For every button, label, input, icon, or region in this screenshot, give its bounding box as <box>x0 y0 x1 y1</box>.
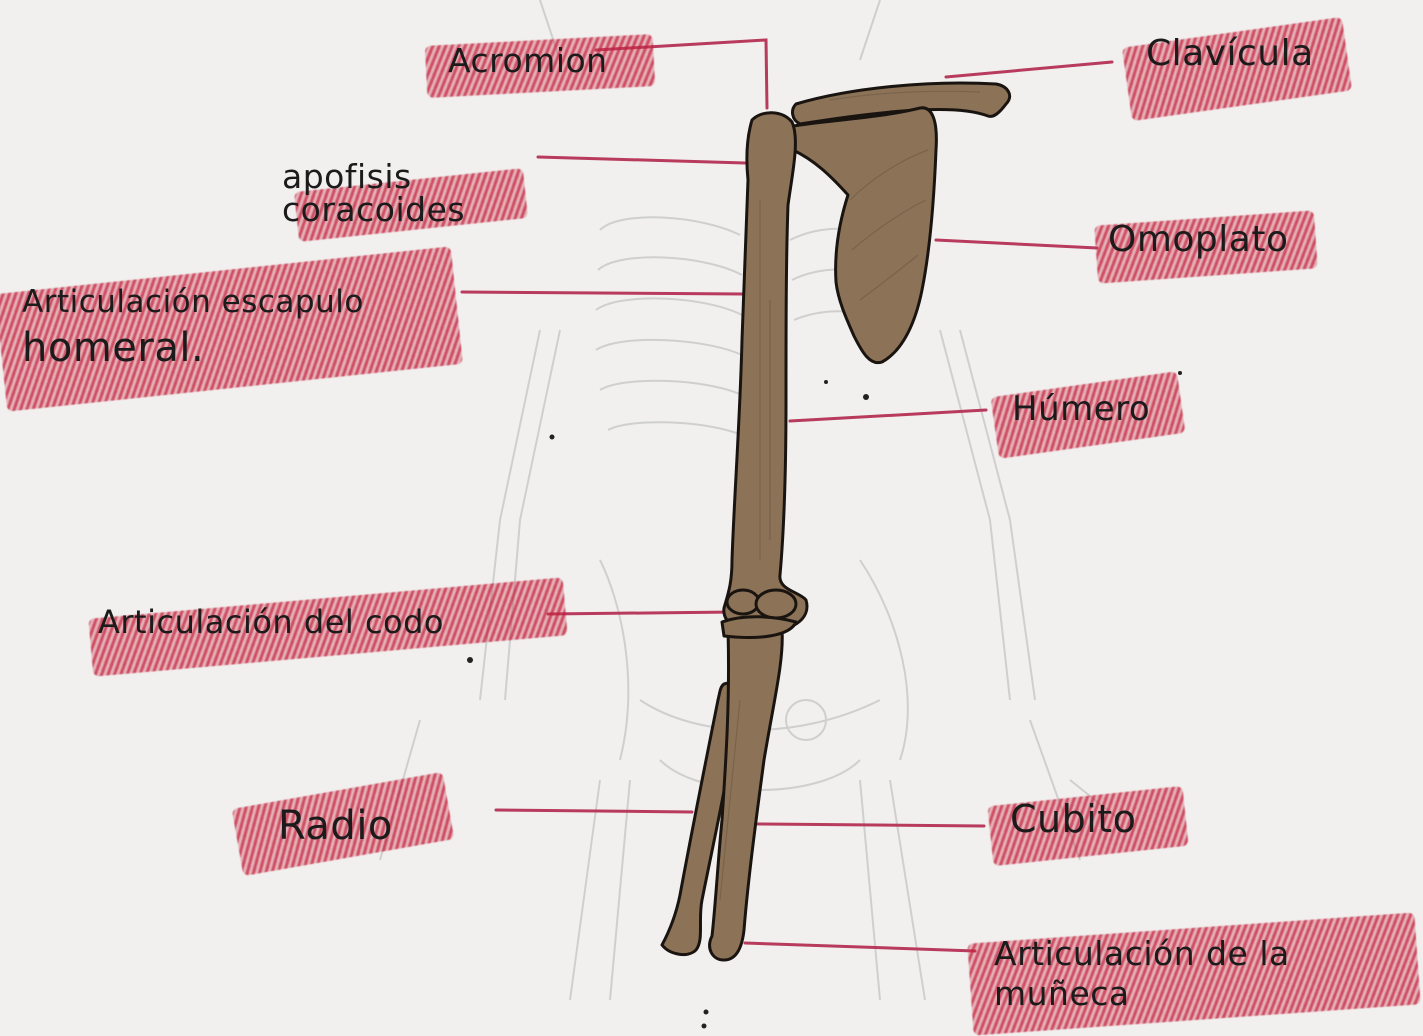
label-apofisis-coracoides: apofisis coracoides <box>282 160 542 226</box>
label-muneca-line1: Articulación de la <box>994 934 1414 974</box>
label-clavicula: Clavícula <box>1146 36 1314 72</box>
label-acromion: Acromion <box>448 44 608 77</box>
leader-line-clavicula <box>946 62 1112 77</box>
leader-line-omoplato <box>936 240 1097 248</box>
label-apofisis-line1: apofisis <box>282 160 542 193</box>
label-articulacion-muneca: Articulación de la muñeca <box>994 934 1414 1013</box>
leader-line-radio <box>496 810 692 812</box>
leader-line-codo <box>548 612 735 614</box>
label-articulacion-escapulo-homeral: Articulación escapulo homeral. <box>22 282 462 374</box>
label-omoplato: Omoplato <box>1108 222 1288 258</box>
pencil-dots <box>467 371 1182 1029</box>
leader-line-humero <box>790 410 986 421</box>
leader-line-muneca <box>745 943 975 951</box>
label-cubito: Cubito <box>1010 800 1136 838</box>
scapula-bone <box>793 108 936 363</box>
humerus-bone <box>724 113 807 632</box>
label-escapulo-line1: Articulación escapulo <box>22 282 462 322</box>
label-escapulo-line2: homeral. <box>22 322 462 374</box>
leader-line-cubito <box>758 824 984 826</box>
label-muneca-line2: muñeca <box>994 974 1414 1014</box>
label-humero: Húmero <box>1012 392 1150 426</box>
label-apofisis-line2: coracoides <box>282 193 542 226</box>
leader-line-escapulo <box>462 292 743 294</box>
leader-line-apofisis <box>538 157 745 163</box>
label-articulacion-codo: Articulación del codo <box>98 606 444 638</box>
label-radio: Radio <box>278 806 393 846</box>
